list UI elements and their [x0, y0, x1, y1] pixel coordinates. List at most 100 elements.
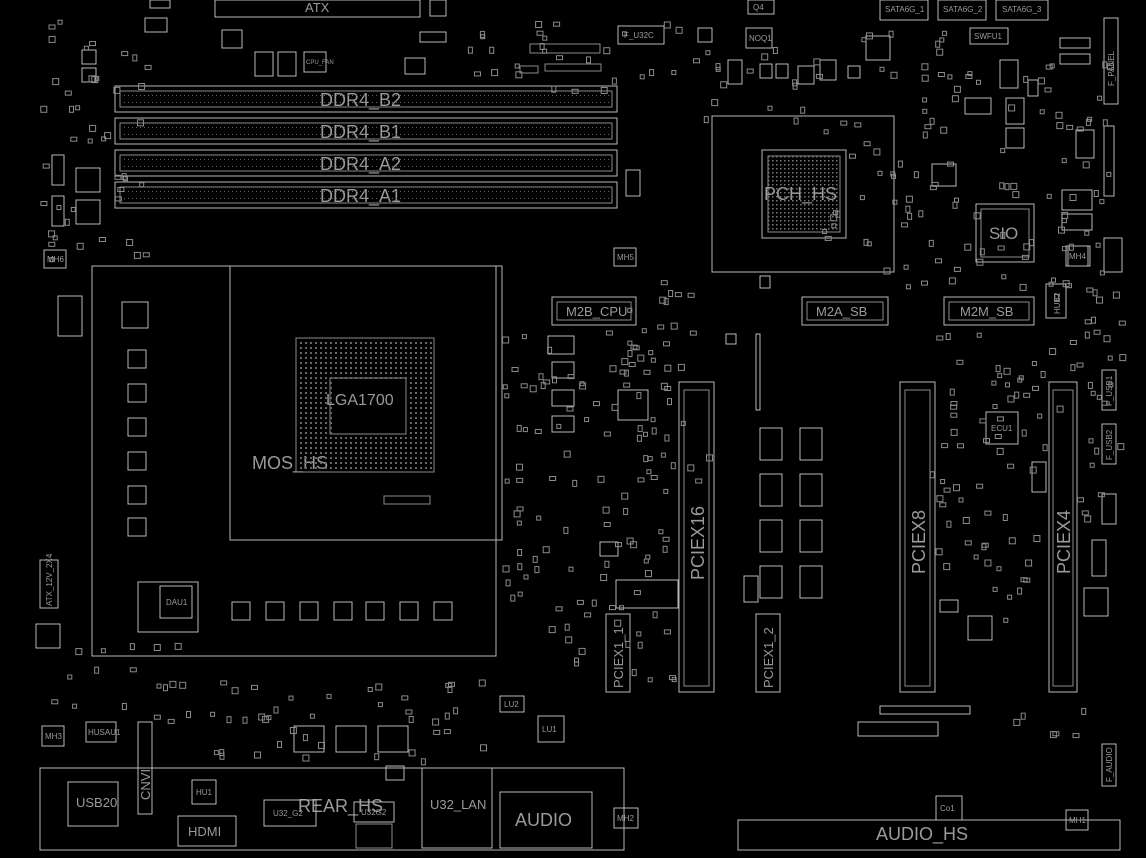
- dimm-pin: [460, 127, 461, 128]
- dimm-pin: [152, 159, 153, 160]
- dimm-pin: [592, 134, 593, 135]
- land-pad: [375, 372, 377, 374]
- land-pad: [430, 427, 432, 429]
- dimm-pin: [136, 198, 137, 199]
- ball-pad: [824, 224, 826, 226]
- dimm-pin: [132, 166, 133, 167]
- dimm-pin: [280, 159, 281, 160]
- dimm-pin: [352, 191, 353, 192]
- dimm-pin: [464, 159, 465, 160]
- land-pad: [370, 352, 372, 354]
- ball-pad: [792, 212, 794, 214]
- dimm-pin: [436, 191, 437, 192]
- ball-pad: [816, 184, 818, 186]
- passive-component: [660, 452, 666, 458]
- land-pad: [335, 347, 337, 349]
- land-pad: [430, 417, 432, 419]
- dimm-pin: [388, 198, 389, 199]
- ball-pad: [784, 216, 786, 218]
- dimm-pin: [304, 95, 305, 96]
- dimm-pin: [404, 159, 405, 160]
- dimm-pin: [276, 191, 277, 192]
- dimm-pin: [476, 191, 477, 192]
- ball-pad: [832, 208, 834, 210]
- land-pad: [380, 367, 382, 369]
- dimm-pin: [228, 95, 229, 96]
- dimm-pin: [148, 159, 149, 160]
- land-pad: [360, 442, 362, 444]
- land-pad: [400, 342, 402, 344]
- ball-pad: [832, 224, 834, 226]
- land-pad: [385, 462, 387, 464]
- dimm-pin: [424, 159, 425, 160]
- dimm-pin: [448, 127, 449, 128]
- land-pad: [425, 447, 427, 449]
- dimm-pin: [452, 198, 453, 199]
- audio-label: AUDIO: [515, 810, 572, 830]
- passive-component: [114, 196, 122, 202]
- ball-pad: [824, 208, 826, 210]
- dimm-pin: [200, 95, 201, 96]
- hu1-label: HU1: [196, 788, 213, 797]
- land-pad: [330, 417, 332, 419]
- land-pad: [305, 412, 307, 414]
- land-pad: [305, 367, 307, 369]
- land-pad: [410, 347, 412, 349]
- dimm-pin: [464, 166, 465, 167]
- passive-component: [840, 120, 848, 126]
- dimm-pin: [452, 159, 453, 160]
- dimm-pin: [488, 95, 489, 96]
- dimm-pin: [404, 95, 405, 96]
- passive-component: [623, 508, 629, 515]
- land-pad: [325, 417, 327, 419]
- dimm-pin: [376, 134, 377, 135]
- noq1-component: NOQ1: [745, 27, 773, 49]
- ball-pad: [800, 200, 802, 202]
- land-pad: [370, 347, 372, 349]
- dimm-pin: [256, 102, 257, 103]
- passive-component: [1091, 316, 1096, 324]
- dimm-pin: [444, 159, 445, 160]
- dimm-pin: [184, 159, 185, 160]
- swf-label: SWFU1: [974, 32, 1003, 41]
- passive-component: [57, 19, 63, 25]
- dimm-pin: [152, 95, 153, 96]
- cpu-fan-label: CPU_FAN: [306, 60, 334, 66]
- dimm-pin: [168, 191, 169, 192]
- ball-pad: [796, 212, 798, 214]
- dimm-pin: [300, 191, 301, 192]
- land-pad: [425, 432, 427, 434]
- ball-pad: [780, 228, 782, 230]
- dimm-pin: [480, 198, 481, 199]
- passive-component: [621, 358, 629, 366]
- land-pad: [320, 417, 322, 419]
- dimm-pin: [244, 134, 245, 135]
- dimm-pin: [436, 127, 437, 128]
- land-pad: [430, 437, 432, 439]
- passive-component: [1033, 535, 1041, 542]
- land-pad: [325, 462, 327, 464]
- ball-pad: [824, 192, 826, 194]
- land-pad: [345, 452, 347, 454]
- dau1-label: DAU1: [166, 598, 188, 607]
- ball-pad: [824, 220, 826, 222]
- atx-label: ATX: [305, 0, 330, 15]
- passive-component: [619, 605, 624, 611]
- dimm-pin: [192, 191, 193, 192]
- dimm-pin: [460, 102, 461, 103]
- dimm-pin: [140, 127, 141, 128]
- passive-component: [523, 574, 529, 580]
- dimm-pin: [124, 166, 125, 167]
- land-pad: [305, 432, 307, 434]
- passive-component: [513, 510, 521, 518]
- dimm-pin: [568, 127, 569, 128]
- land-pad: [390, 467, 392, 469]
- passive-component: [660, 280, 668, 286]
- ball-pad: [804, 164, 806, 166]
- land-pad: [385, 342, 387, 344]
- dimm-pin: [552, 198, 553, 199]
- land-pad: [305, 467, 307, 469]
- land-pad: [310, 392, 312, 394]
- dimm-pin: [400, 127, 401, 128]
